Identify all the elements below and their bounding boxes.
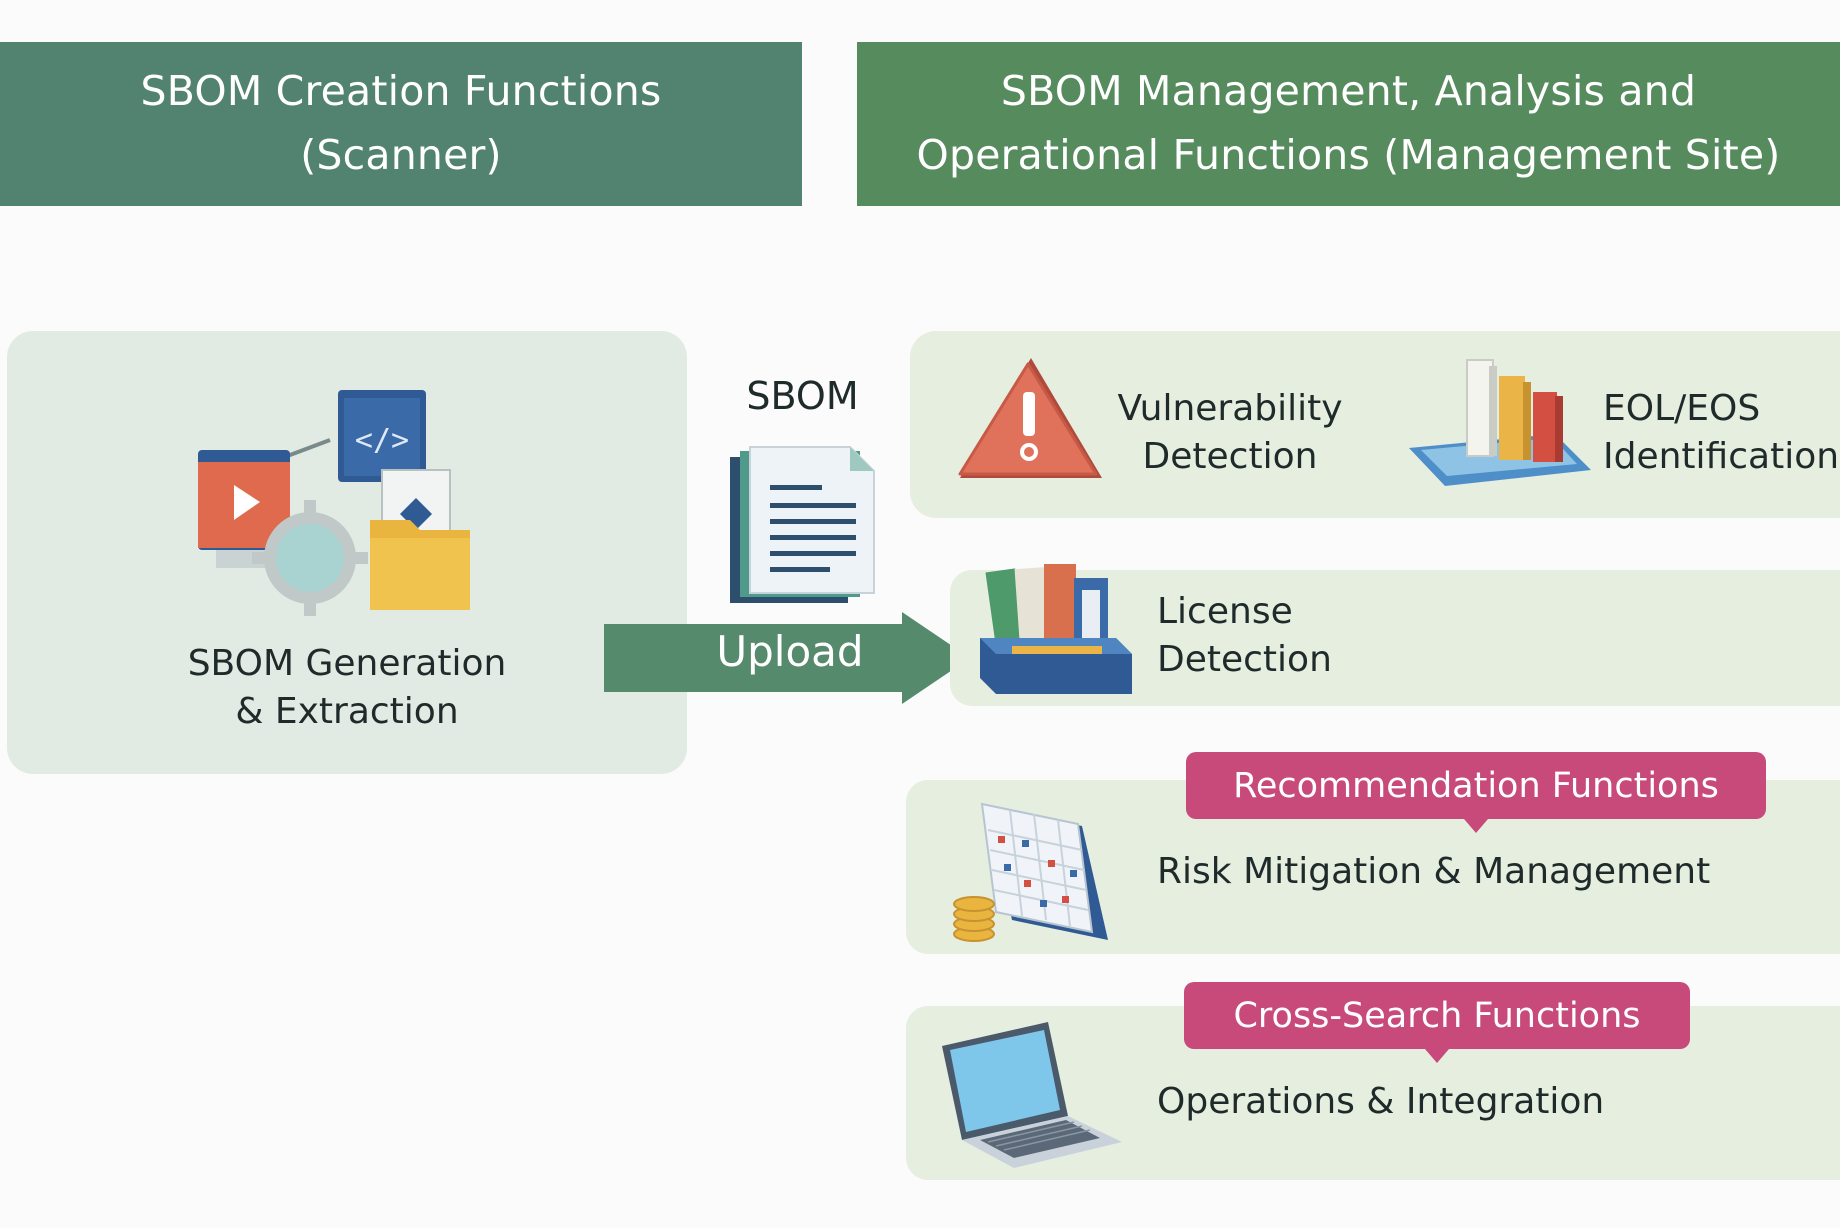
sbom-document-icon xyxy=(730,446,875,603)
svg-text:</>: </> xyxy=(355,423,409,458)
scanner-header: SBOM Creation Functions (Scanner) xyxy=(0,42,802,206)
sbom-generation-line2: & Extraction xyxy=(235,691,459,732)
scanner-header-line1: SBOM Creation Functions xyxy=(140,67,662,116)
eol-line2: Identification xyxy=(1603,436,1840,477)
cross-search-badge-pointer xyxy=(1425,1049,1449,1063)
books-icon xyxy=(980,564,1132,694)
sbom-generation-line1: SBOM Generation xyxy=(187,643,507,684)
management-header-line2: Operational Functions (Management Site) xyxy=(916,131,1781,179)
risk-mitigation-label: Risk Mitigation & Management xyxy=(1157,851,1711,892)
license-detection-label: License Detection xyxy=(1157,588,1457,684)
bar-chart-icon xyxy=(1409,359,1591,486)
calendar-icon xyxy=(953,802,1108,942)
cross-search-functions-badge: Cross-Search Functions xyxy=(1184,982,1690,1063)
cross-search-badge-text: Cross-Search Functions xyxy=(1233,995,1641,1036)
management-header-line1: SBOM Management, Analysis and xyxy=(1000,67,1697,116)
upload-arrow xyxy=(604,612,970,704)
generation-tools-icon: </> xyxy=(198,390,470,616)
sbom-generation-label: SBOM Generation & Extraction xyxy=(107,640,587,736)
vulnerability-detection-label: Vulnerability Detection xyxy=(1100,385,1360,481)
eol-line1: EOL/EOS xyxy=(1603,388,1761,429)
operations-integration-label: Operations & Integration xyxy=(1157,1081,1605,1122)
warning-triangle-icon xyxy=(958,358,1102,478)
management-header: SBOM Management, Analysis and Operationa… xyxy=(857,42,1840,206)
laptop-icon xyxy=(942,1022,1122,1168)
license-line1: License xyxy=(1157,591,1293,632)
vulnerability-line2: Detection xyxy=(1142,436,1318,477)
recommendation-functions-badge: Recommendation Functions xyxy=(1186,752,1766,833)
eol-eos-identification-label: EOL/EOS Identification xyxy=(1603,385,1840,481)
scanner-header-line2: (Scanner) xyxy=(300,131,502,179)
license-line2: Detection xyxy=(1157,639,1332,680)
sbom-document-label: SBOM xyxy=(746,374,859,418)
vulnerability-line1: Vulnerability xyxy=(1117,388,1343,429)
recommendation-badge-pointer xyxy=(1464,819,1488,833)
recommendation-badge-text: Recommendation Functions xyxy=(1233,765,1719,806)
upload-label: Upload xyxy=(716,627,864,676)
